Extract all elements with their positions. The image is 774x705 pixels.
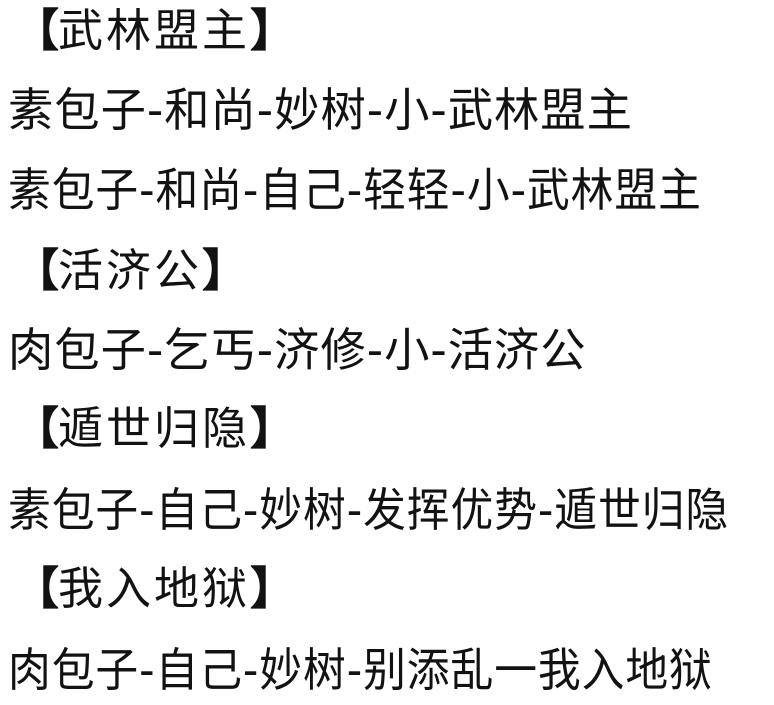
bracket-close-icon: 】 [250, 4, 295, 57]
bracket-close-icon: 】 [250, 562, 295, 615]
bracket-open-icon: 【 [14, 402, 59, 455]
section-heading-3-label: 遁世归隐 [58, 402, 251, 455]
bracket-open-icon: 【 [14, 244, 59, 297]
route-line-3: 肉包子-乞丐-济修-小-活济公 [8, 324, 587, 376]
section-heading-4-label: 我入地狱 [58, 562, 251, 615]
route-line-5-text: 肉包子-自己-妙树-别添乱一我入地狱 [8, 643, 713, 697]
route-line-1-text: 素包子-和尚-妙树-小-武林盟主 [8, 83, 633, 137]
section-heading-4: 【我入地狱】 [14, 562, 295, 615]
route-line-4-text: 素包子-自己-妙树-发挥优势-遁世归隐 [8, 483, 730, 537]
section-heading-1-label: 武林盟主 [58, 4, 251, 57]
route-line-4: 素包子-自己-妙树-发挥优势-遁世归隐 [8, 484, 729, 536]
route-line-5: 肉包子-自己-妙树-别添乱一我入地狱 [8, 644, 713, 696]
bracket-close-icon: 】 [202, 244, 247, 297]
section-heading-2: 【活济公】 [14, 244, 247, 297]
section-heading-2-label: 活济公 [58, 244, 203, 297]
section-heading-3: 【遁世归隐】 [14, 402, 295, 455]
route-line-2-text: 素包子-和尚-自己-轻轻-小-武林盟主 [8, 163, 702, 217]
route-line-3-text: 肉包子-乞丐-济修-小-活济公 [8, 323, 587, 377]
route-line-1: 素包子-和尚-妙树-小-武林盟主 [8, 84, 633, 136]
route-line-2: 素包子-和尚-自己-轻轻-小-武林盟主 [8, 164, 702, 216]
section-heading-1: 【武林盟主】 [14, 4, 295, 57]
bracket-close-icon: 】 [250, 402, 295, 455]
bracket-open-icon: 【 [14, 4, 59, 57]
bracket-open-icon: 【 [14, 562, 59, 615]
